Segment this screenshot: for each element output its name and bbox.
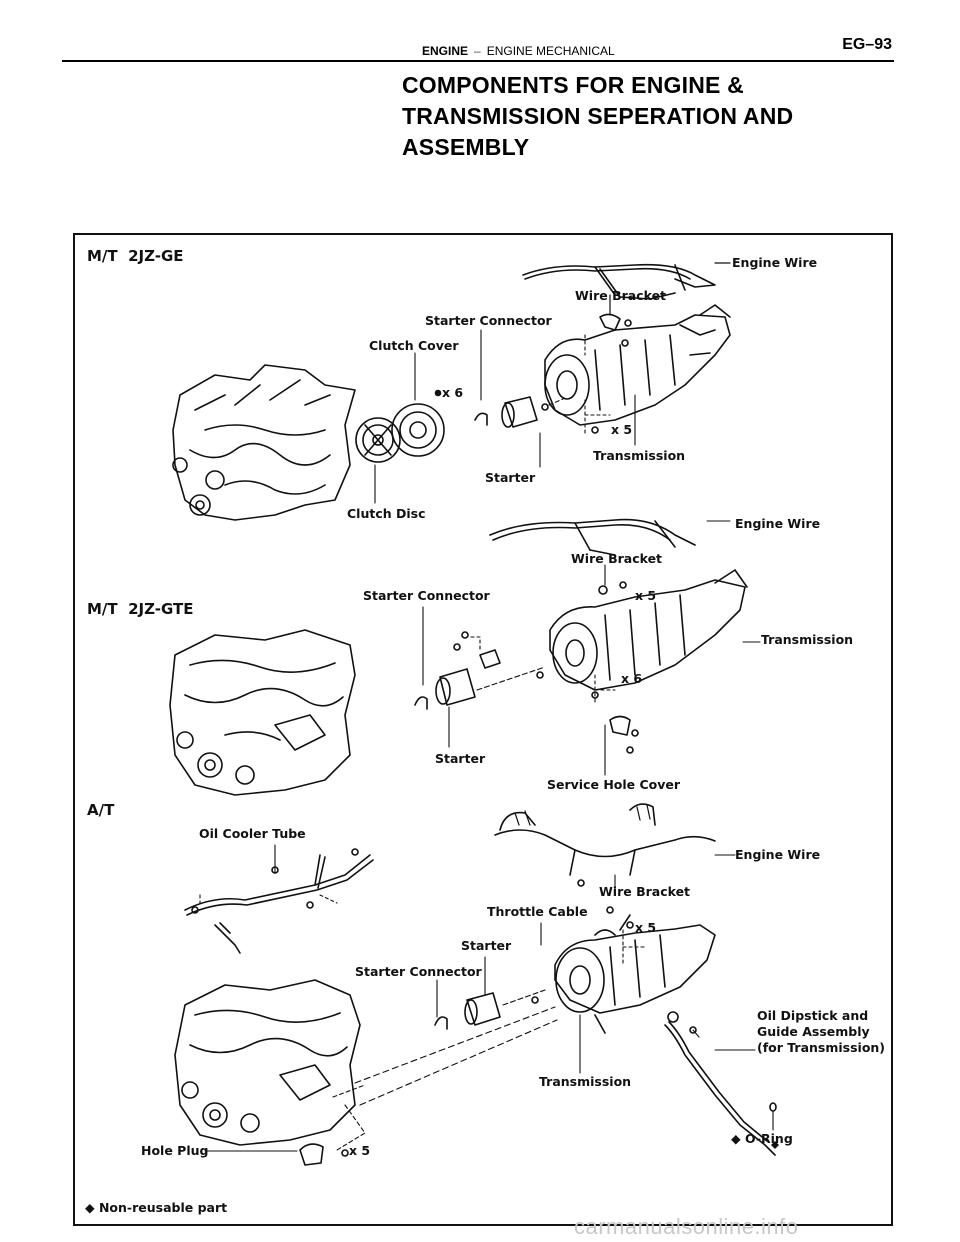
- page-number: EG–93: [842, 36, 892, 53]
- header-subsection: ENGINE MECHANICAL: [486, 44, 615, 58]
- ge-engine-illustration: [172, 364, 356, 521]
- label-at-wire-bracket: Wire Bracket: [599, 884, 691, 899]
- watermark: carmanualsonline.info: [574, 1214, 799, 1239]
- label-gte-x6: x 6: [621, 671, 643, 686]
- label-ge-transmission: Transmission: [593, 448, 686, 463]
- label-ge-wire-bracket: Wire Bracket: [575, 288, 667, 303]
- at-leader-lines: [204, 844, 774, 1152]
- label-at-o-ring: ◆ O-Ring: [731, 1131, 793, 1146]
- label-ge-x5: x 5: [611, 422, 633, 437]
- label-at-oil-dipstick-line3: (for Transmission): [757, 1040, 886, 1055]
- label-ge-starter: Starter: [485, 470, 536, 485]
- section-label-ge: M/T 2JZ-GE: [87, 247, 184, 265]
- label-gte-starter: Starter: [435, 751, 486, 766]
- label-at-oil-dipstick-line1: Oil Dipstick and: [757, 1008, 869, 1023]
- ge-transmission-illustration: [544, 304, 731, 426]
- at-starter-illustration: [336, 989, 558, 1151]
- label-ge-clutch-cover: Clutch Cover: [369, 338, 459, 353]
- page-title: COMPONENTS FOR ENGINE & TRANSMISSION SEP…: [402, 72, 794, 160]
- label-at-engine-wire: Engine Wire: [735, 847, 821, 862]
- label-at-starter-connector: Starter Connector: [355, 964, 482, 979]
- label-ge-engine-wire: Engine Wire: [732, 255, 818, 270]
- ge-wire-bracket-illustration: [599, 294, 632, 347]
- gte-starter-illustration: [414, 631, 599, 710]
- label-ge-starter-connector: Starter Connector: [425, 313, 552, 328]
- gte-transmission-illustration: [549, 569, 748, 754]
- label-ge-x6: x 6: [442, 385, 464, 400]
- label-gte-service-hole-cover: Service Hole Cover: [547, 777, 681, 792]
- gte-engine-wire-illustration: [489, 518, 696, 556]
- label-gte-x5: x 5: [635, 588, 657, 603]
- section-label-gte: M/T 2JZ-GTE: [87, 600, 194, 618]
- label-gte-wire-bracket: Wire Bracket: [571, 551, 663, 566]
- label-at-x5-bottom: x 5: [349, 1143, 371, 1158]
- header-rule: [62, 60, 894, 62]
- at-transmission-illustration: [554, 906, 716, 1034]
- label-at-x5-top: x 5: [635, 920, 657, 935]
- components-illustration: [169, 262, 779, 1166]
- o-ring-diamond-icon: [771, 1141, 779, 1149]
- at-engine-wire-illustration: [494, 803, 716, 887]
- label-at-oil-dipstick-line2: Guide Assembly: [757, 1024, 870, 1039]
- label-at-starter: Starter: [461, 938, 512, 953]
- running-header: ENGINE–ENGINE MECHANICAL: [422, 44, 615, 58]
- components-figure: M/T 2JZ-GE M/T 2JZ-GTE A/T Engine Wire W…: [73, 233, 893, 1226]
- footnote-non-reusable: ◆ Non-reusable part: [85, 1200, 228, 1215]
- label-gte-engine-wire: Engine Wire: [735, 516, 821, 531]
- label-at-oil-cooler-tube: Oil Cooler Tube: [199, 826, 306, 841]
- at-oil-dipstick-illustration: [664, 1011, 777, 1156]
- at-engine-illustration: [174, 979, 366, 1146]
- label-at-throttle-cable: Throttle Cable: [487, 904, 588, 919]
- ge-starter-illustration: [474, 396, 599, 434]
- ge-leader-lines: [374, 329, 636, 504]
- at-oil-cooler-tube-illustration: [184, 848, 374, 954]
- ge-engine-wire-illustration: [522, 262, 731, 300]
- at-hole-plug-illustration: [299, 1143, 349, 1166]
- gte-engine-illustration: [169, 629, 356, 796]
- label-ge-clutch-disc: Clutch Disc: [347, 506, 426, 521]
- header-separator: –: [474, 44, 481, 58]
- header-section: ENGINE: [422, 44, 469, 58]
- label-at-hole-plug: Hole Plug: [141, 1143, 209, 1158]
- gte-leader-lines: [422, 520, 761, 776]
- label-at-transmission: Transmission: [539, 1074, 632, 1089]
- section-label-at: A/T: [87, 801, 115, 819]
- label-gte-starter-connector: Starter Connector: [363, 588, 490, 603]
- label-gte-transmission: Transmission: [761, 632, 854, 647]
- ge-clutch-illustration: [355, 389, 445, 463]
